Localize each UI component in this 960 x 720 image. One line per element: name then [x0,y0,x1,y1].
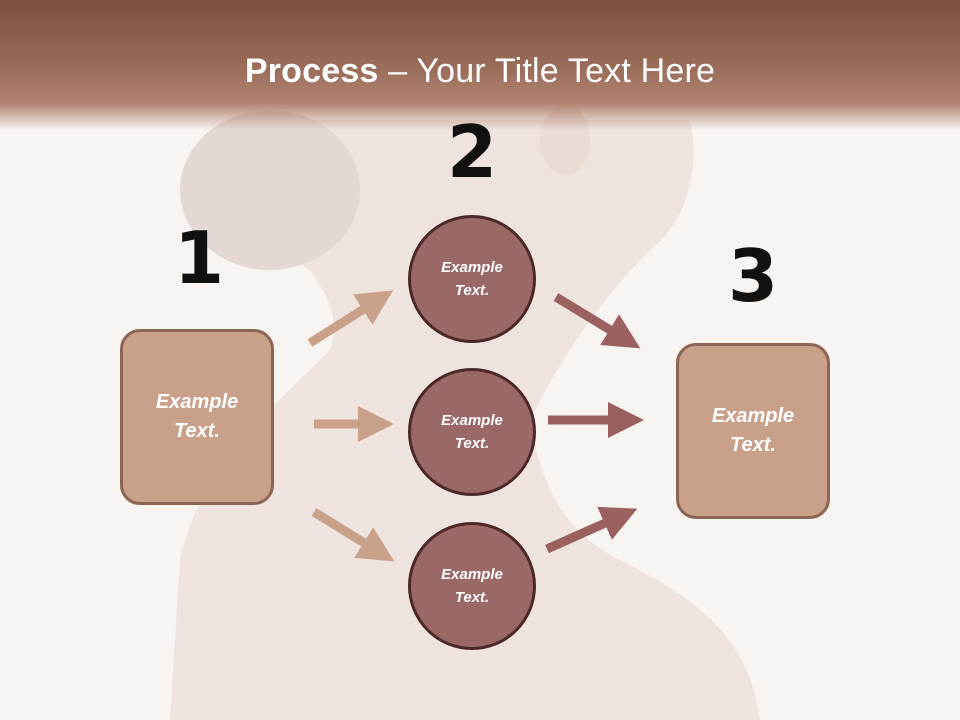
step-2-circle-top: Example Text. [408,215,536,343]
step-2-circle-middle: Example Text. [408,368,536,496]
step-3-number: 3 [727,234,779,318]
step-1-box: Example Text. [120,329,274,505]
arrow-2-bottom-to-3 [545,506,638,554]
arrow-2-top-to-3 [553,293,641,349]
step-3-label: Example Text. [711,405,795,456]
arrow-1-to-2-bottom [311,508,395,562]
step-2-label-bottom: Example Text. [441,566,503,606]
page-title: Process – Your Title Text Here [0,52,960,91]
step-2-number: 2 [446,110,498,194]
step-2-label-top: Example Text. [441,259,503,299]
title-bar [0,0,960,130]
title-rest: – Your Title Text Here [378,52,716,90]
step-2-circle-bottom: Example Text. [408,522,536,650]
arrow-1-to-2-top [307,290,394,347]
title-bold: Process [244,52,379,90]
step-3-box: Example Text. [676,343,830,519]
step-1-number: 1 [173,216,225,300]
step-1-label: Example Text. [155,391,239,442]
step-2-label-middle: Example Text. [441,412,503,452]
